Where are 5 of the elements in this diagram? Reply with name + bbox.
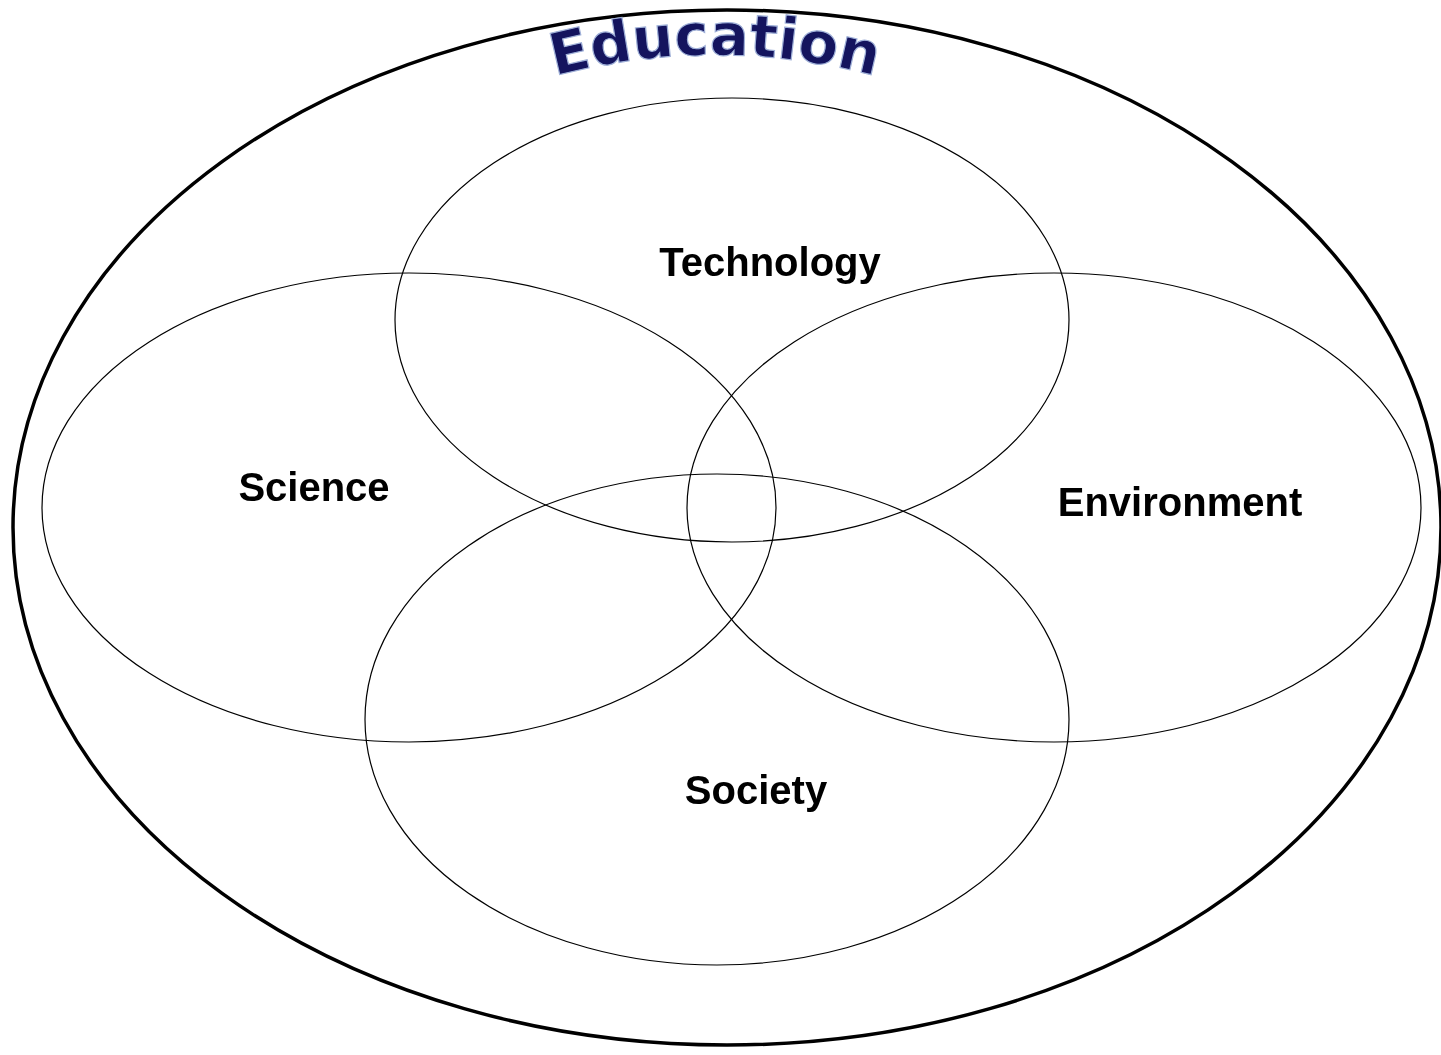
diagram-heading: Education (542, 0, 888, 90)
set-label: Technology (659, 239, 881, 285)
set-label: Society (684, 767, 828, 813)
set-label: Environment (1057, 479, 1303, 525)
set-label: Science (238, 464, 390, 510)
